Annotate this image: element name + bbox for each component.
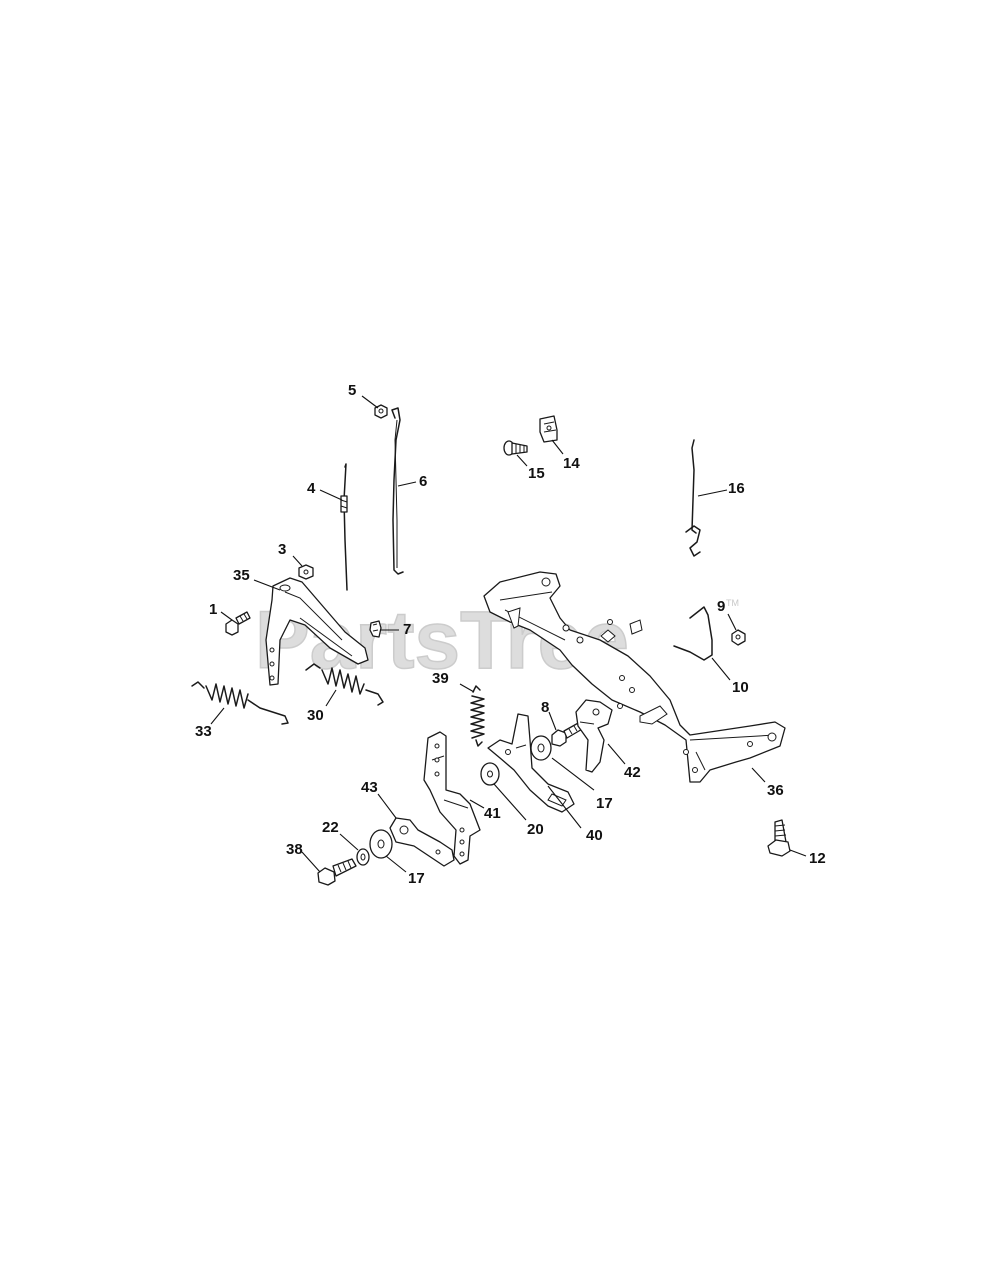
callout-12[interactable]: 12 [809, 850, 826, 867]
callout-3[interactable]: 3 [278, 541, 286, 558]
part-42-lever[interactable] [575, 699, 613, 773]
callout-41[interactable]: 41 [484, 805, 501, 822]
part-20-washer[interactable] [480, 762, 500, 786]
callout-36[interactable]: 36 [767, 782, 784, 799]
part-33-spring[interactable] [191, 681, 289, 725]
callout-39[interactable]: 39 [432, 670, 449, 687]
callout-16[interactable]: 16 [728, 480, 745, 497]
part-15-screw[interactable] [503, 440, 528, 456]
part-4-link[interactable] [340, 463, 348, 591]
callout-9[interactable]: 9 [717, 598, 725, 615]
callout-22[interactable]: 22 [322, 819, 339, 836]
callout-17-upper[interactable]: 17 [596, 795, 613, 812]
callout-4[interactable]: 4 [307, 480, 316, 497]
callout-40[interactable]: 40 [586, 827, 603, 844]
part-9-nut[interactable] [731, 629, 746, 646]
part-1-bolt[interactable] [225, 611, 251, 636]
callout-1[interactable]: 1 [209, 601, 217, 618]
callout-17-lower[interactable]: 17 [408, 870, 425, 887]
callout-20[interactable]: 20 [527, 821, 544, 838]
callout-35[interactable]: 35 [233, 567, 250, 584]
part-43-arm[interactable] [389, 817, 455, 867]
callout-30[interactable]: 30 [307, 707, 324, 724]
part-30-spring[interactable] [305, 663, 384, 706]
callout-6[interactable]: 6 [419, 473, 427, 490]
part-14-clip[interactable] [539, 415, 558, 443]
callout-15[interactable]: 15 [528, 465, 545, 482]
leader-lines [210, 395, 807, 873]
callout-38[interactable]: 38 [286, 841, 303, 858]
part-39-spring[interactable] [470, 685, 485, 747]
part-40-lever[interactable] [487, 713, 575, 813]
callout-10[interactable]: 10 [732, 679, 749, 696]
part-10-spring[interactable] [673, 606, 713, 661]
callout-43[interactable]: 43 [361, 779, 378, 796]
part-5-nut[interactable] [374, 404, 388, 419]
callouts: 5 6 4 15 14 16 3 35 1 7 9 10 39 8 33 30 … [195, 382, 826, 887]
callout-7[interactable]: 7 [403, 621, 411, 638]
part-12-bolt[interactable] [767, 819, 791, 857]
watermark-trademark: TM [726, 598, 739, 608]
part-22-washer[interactable] [356, 848, 370, 866]
callout-33[interactable]: 33 [195, 723, 212, 740]
part-17-washer-lower[interactable] [369, 829, 393, 859]
part-16-link[interactable] [685, 439, 701, 557]
part-38-bolt[interactable] [317, 858, 357, 886]
callout-8[interactable]: 8 [541, 699, 549, 716]
part-6-rod[interactable] [391, 407, 404, 575]
callout-5[interactable]: 5 [348, 382, 356, 399]
part-7-clip[interactable] [369, 620, 382, 638]
part-36-bracket[interactable] [483, 571, 786, 783]
callout-42[interactable]: 42 [624, 764, 641, 781]
part-41-lever[interactable] [423, 731, 481, 865]
part-35-lever[interactable] [265, 577, 369, 686]
callout-14[interactable]: 14 [563, 455, 580, 472]
part-3-nut[interactable] [298, 564, 314, 580]
part-17-washer-upper[interactable] [530, 735, 552, 761]
